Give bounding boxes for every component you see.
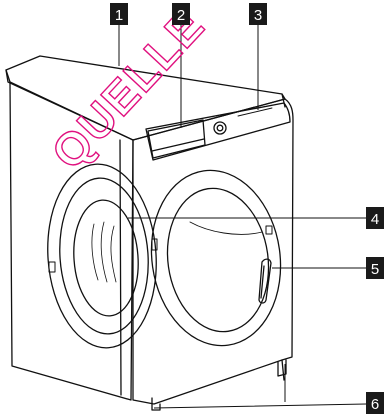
door-handle: [258, 258, 272, 304]
callout-number: 2: [177, 7, 185, 24]
callout-3: 3: [249, 3, 267, 25]
open-door: [47, 163, 158, 349]
callout-2: 2: [172, 3, 190, 25]
callout-1: 1: [110, 3, 128, 25]
watermark: QUELLE: [41, 0, 216, 180]
callout-number: 1: [115, 7, 123, 24]
callout-4: 4: [366, 207, 384, 229]
leader-line-6: [153, 364, 367, 409]
callout-5: 5: [366, 257, 384, 279]
watermark-text: QUELLE: [41, 0, 214, 179]
callout-number: 3: [254, 7, 262, 24]
callout-number: 6: [371, 396, 379, 413]
callout-number: 5: [371, 261, 379, 278]
callout-number: 4: [371, 211, 379, 228]
drum-opening: [150, 169, 282, 347]
detergent-dispenser-drawer: [147, 119, 206, 159]
control-panel: [145, 102, 291, 161]
callout-6: 6: [366, 392, 384, 414]
cabinet-front-panel: [132, 98, 294, 411]
cabinet-side-panel: [9, 81, 134, 401]
